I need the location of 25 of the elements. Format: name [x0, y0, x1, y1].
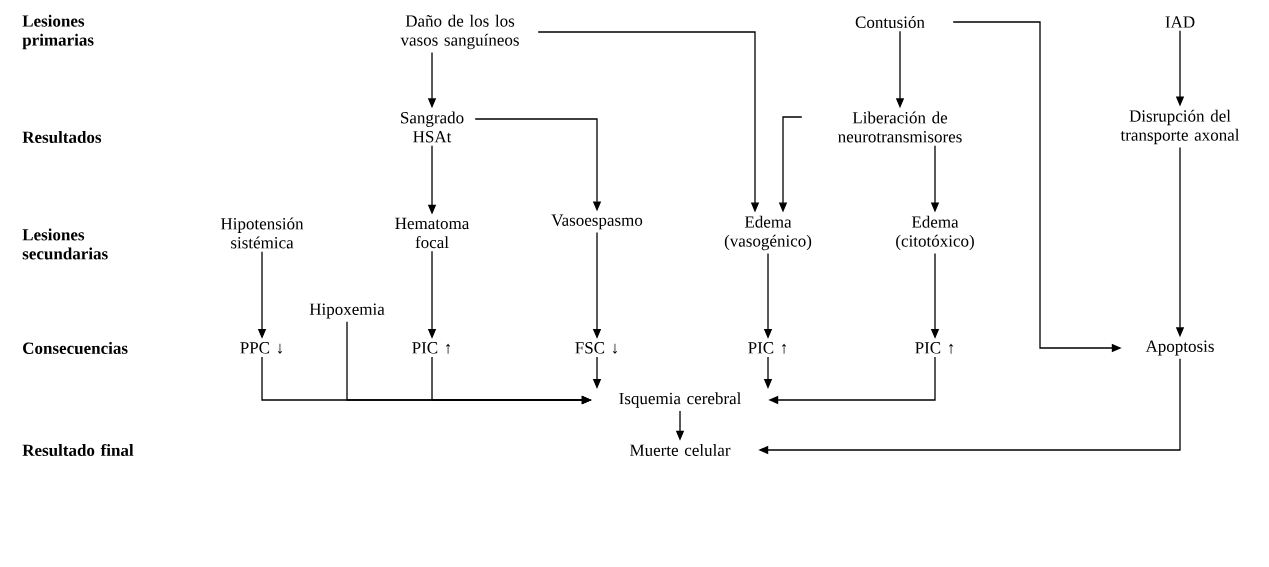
flow-text: Hematoma focal — [395, 217, 470, 249]
flow-text: Sangrado HSAt — [401, 111, 464, 143]
flow-text: Contusión — [855, 16, 925, 28]
flow-text: Vasoespasmo — [551, 214, 643, 230]
flow-text: IAD — [1165, 16, 1195, 28]
flow-text: Edema (vasogénico) — [724, 215, 812, 251]
flow-text: PIC ↑ — [748, 342, 787, 354]
flow-text: PIC ↑ — [915, 342, 954, 354]
flow-text: Daño de los los vasos sanguíneos — [400, 14, 519, 50]
flow-text: Liberación de neurotransmisores — [838, 111, 962, 143]
flow-text: Muerte celular — [630, 444, 731, 456]
flow-text: PIC ↑ — [412, 342, 451, 354]
flow-text: Apoptosis — [1145, 340, 1214, 356]
row-label: Consecuencias — [23, 342, 128, 354]
flow-text: Edema (citotóxico) — [896, 215, 974, 251]
flow-text: Isquemia cerebral — [619, 392, 741, 408]
flow-text: Disrupción del transporte axonal — [1120, 109, 1240, 145]
row-label: Lesiones secundarias — [22, 228, 108, 260]
flow-text: Hipoxemia — [309, 303, 385, 319]
row-label: Resultado final — [22, 443, 134, 457]
flow-text: Hipotensión sistémica — [220, 217, 304, 249]
row-label: Resultados — [22, 131, 102, 143]
flow-text: FSC ↓ — [575, 342, 617, 354]
row-label: Lesiones primarias — [22, 14, 94, 50]
flow-text: PPC ↓ — [240, 342, 282, 354]
